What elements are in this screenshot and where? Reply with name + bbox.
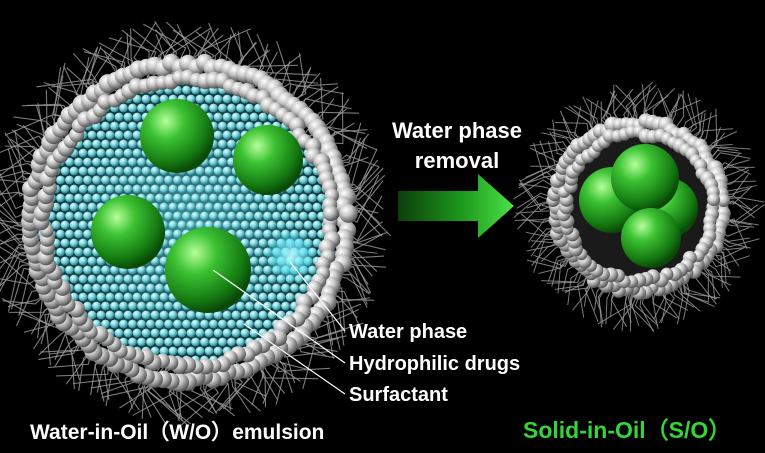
drug-sphere <box>165 227 251 313</box>
drug-spheres-right <box>579 144 698 268</box>
surfactant-heads-right <box>546 113 731 301</box>
leader-water-phase <box>289 261 346 332</box>
drug-spheres-left <box>91 99 303 313</box>
water-glow <box>265 230 317 282</box>
arrow-label-line1: Water phase <box>391 118 522 143</box>
drug-sphere <box>140 99 214 173</box>
drug-sphere <box>611 144 679 212</box>
label-hydrophilic-drugs: Hydrophilic drugs <box>349 353 521 375</box>
label-surfactant: Surfactant <box>349 384 448 406</box>
arrow-label-line2: removal <box>414 148 500 173</box>
leader-surfactant <box>243 323 346 395</box>
leader-hydrophilic-drugs <box>212 269 346 364</box>
arrow-label: Water phase removal <box>362 116 552 176</box>
label-water-phase: Water phase <box>349 321 468 343</box>
drug-sphere <box>233 125 303 195</box>
surfactant-heads-left <box>21 53 358 392</box>
caption-wo-emulsion: Water-in-Oil（W/O）emulsion <box>30 421 325 444</box>
removal-arrow <box>398 174 514 238</box>
callout-lines <box>212 261 346 395</box>
drug-sphere <box>621 208 681 268</box>
drug-sphere <box>91 195 165 269</box>
caption-so: Solid-in-Oil（S/O） <box>523 417 732 443</box>
